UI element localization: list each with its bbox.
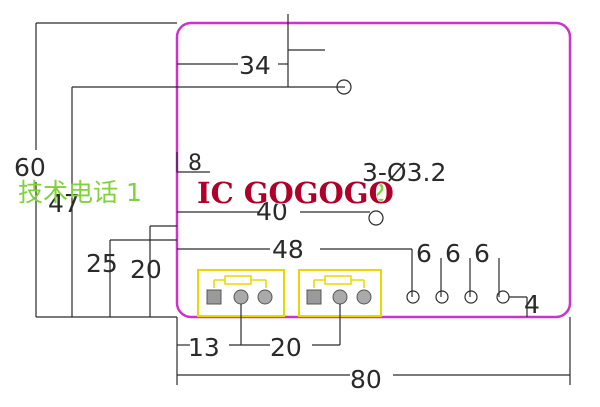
mounting-hole-middle [368, 210, 384, 226]
label-80: 80 [350, 365, 382, 394]
label-8: 8 [188, 151, 202, 176]
dim-4: 4 [509, 290, 540, 319]
label-48: 48 [272, 235, 304, 264]
label-20-horizontal: 20 [270, 333, 302, 362]
dim-width-80: 80 [176, 317, 571, 394]
dim-25: 25 [86, 239, 177, 317]
dim-height-60: 60 [12, 22, 177, 318]
label-4: 4 [524, 290, 540, 319]
watermark: 技术电话 1 2 IC GOGOGO [18, 175, 395, 211]
relay-2-pad-square [306, 289, 322, 305]
dim-40: 40 [177, 197, 370, 226]
label-holes: 3-Ø3.2 [362, 158, 446, 187]
relay-footprint-2 [298, 269, 382, 317]
label-13: 13 [188, 333, 220, 362]
relay-2-pad-2 [332, 289, 348, 305]
terminal-pad-1 [406, 290, 420, 304]
terminal-pad-3 [464, 290, 478, 304]
label-6a: 6 [416, 239, 432, 268]
watermark-chinese: 技术电话 1 [18, 178, 142, 207]
terminal-pad-2 [435, 290, 449, 304]
label-60: 60 [14, 153, 46, 182]
label-6c: 6 [474, 239, 490, 268]
label-40: 40 [256, 197, 288, 226]
relay-footprint-1 [197, 269, 285, 317]
watermark-logo: IC GOGOGO [197, 176, 394, 210]
dim-8: 8 [176, 151, 210, 176]
relay-1-pad-3 [257, 289, 273, 305]
dim-height-47: 47 [48, 86, 345, 317]
dim-pitch-666: 6 6 6 [416, 239, 500, 297]
relay-1-pad-square [206, 289, 222, 305]
dim-20-vertical: 20 [130, 225, 177, 317]
dim-34: 34 [177, 14, 325, 87]
dim-13-20: 13 20 [176, 304, 341, 362]
watermark-digits: 2 [370, 178, 386, 207]
label-34: 34 [239, 51, 271, 80]
label-6b: 6 [445, 239, 461, 268]
label-25: 25 [86, 249, 118, 278]
mounting-hole-top [336, 79, 352, 95]
dim-48: 48 [177, 235, 413, 297]
label-20-vertical: 20 [130, 255, 162, 284]
label-47: 47 [48, 189, 80, 218]
relay-1-pad-2 [233, 289, 249, 305]
relay-2-pad-3 [356, 289, 372, 305]
